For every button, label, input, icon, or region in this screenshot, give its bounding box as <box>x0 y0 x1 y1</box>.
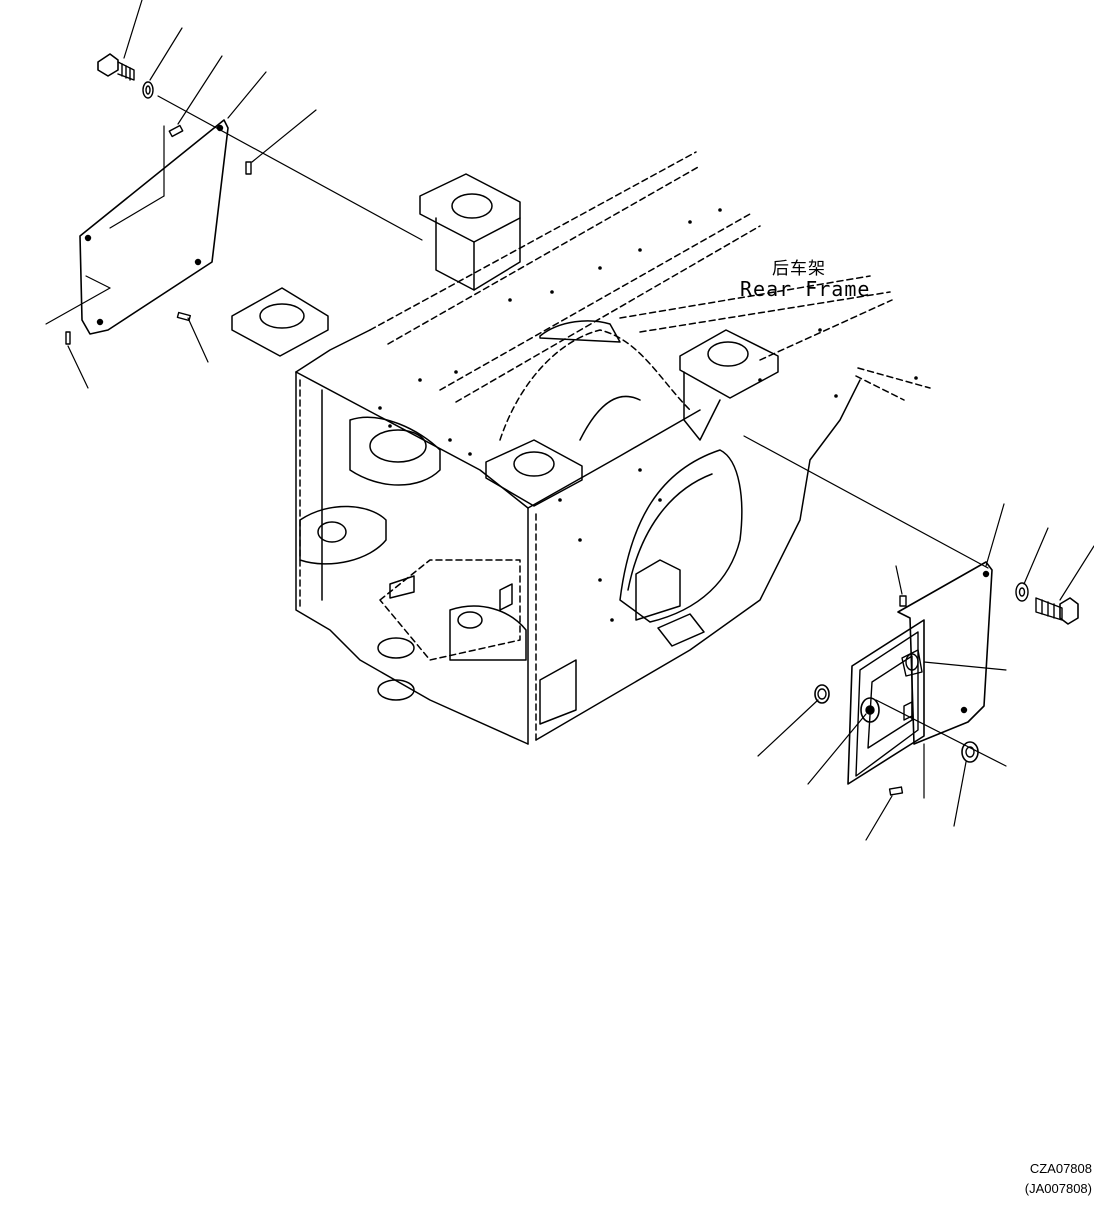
left-plate-clips <box>65 124 252 345</box>
frame-holes <box>378 208 918 622</box>
drawing-code-alt: (JA007808) <box>1024 1181 1092 1196</box>
right-plate-clips <box>888 595 907 796</box>
rear-frame-label-cn: 后车架 <box>772 259 826 279</box>
left-washer <box>142 81 154 99</box>
rear-frame-label-en: Rear Frame <box>740 277 871 301</box>
drawing-code: CZA07808 <box>1029 1161 1092 1176</box>
left-leader-lines <box>45 0 423 389</box>
right-bolt <box>1035 597 1079 625</box>
left-bolt <box>97 53 135 81</box>
left-cover-plate <box>79 119 229 335</box>
right-washer <box>1015 582 1029 602</box>
rear-frame <box>231 151 931 745</box>
right-cover-latches <box>860 649 923 723</box>
right-leader-lines <box>743 435 1094 841</box>
right-plugs <box>814 684 979 763</box>
